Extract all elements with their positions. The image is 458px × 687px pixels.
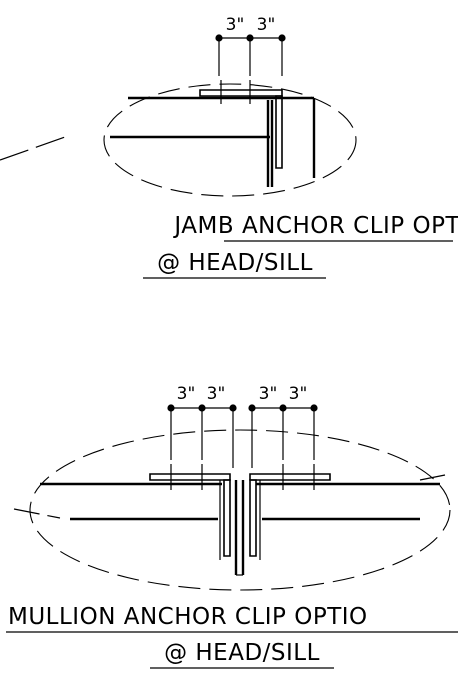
mullion-dim-dot-5 bbox=[279, 404, 287, 412]
mullion-clip-left-horizontal bbox=[149, 473, 231, 481]
mullion-dim-dot-2 bbox=[198, 404, 206, 412]
jamb-dim-dot-1 bbox=[215, 34, 223, 42]
mullion-break-line-right bbox=[419, 474, 446, 481]
mullion-caption-line1: MULLION ANCHOR CLIP OPTIO bbox=[8, 604, 368, 630]
jamb-dimension-label-2: 3" bbox=[257, 15, 276, 35]
jamb-dim-dot-3 bbox=[278, 34, 286, 42]
mullion-dim-dot-6 bbox=[310, 404, 318, 412]
jamb-detail-boundary-ellipse bbox=[103, 83, 357, 197]
mullion-clip-right-vertical bbox=[249, 479, 257, 557]
mullion-dim-dot-1 bbox=[167, 404, 175, 412]
jamb-caption-line1: JAMB ANCHOR CLIP OPTION bbox=[172, 213, 458, 239]
jamb-caption-line2: @ HEAD/SILL bbox=[157, 250, 313, 276]
mullion-clip-left-vertical bbox=[223, 479, 231, 557]
mullion-dimension-label-2: 3" bbox=[207, 384, 226, 404]
mullion-dim-dot-3 bbox=[229, 404, 237, 412]
jamb-clip-vertical bbox=[275, 95, 283, 169]
mullion-detail-boundary-ellipse bbox=[29, 429, 451, 591]
jamb-detail: 3" 3" JAMB ANCHOR CLIP OPTION @ HEAD/SIL… bbox=[0, 15, 458, 279]
jamb-clip-horizontal bbox=[199, 89, 283, 97]
mullion-clip-right-horizontal bbox=[249, 473, 331, 481]
mullion-dim-dot-4 bbox=[248, 404, 256, 412]
mullion-break-line-left bbox=[13, 508, 61, 519]
jamb-break-line bbox=[0, 135, 69, 161]
mullion-dimension-label-1: 3" bbox=[177, 384, 196, 404]
mullion-dimension-label-4: 3" bbox=[289, 384, 308, 404]
jamb-dim-dot-2 bbox=[246, 34, 254, 42]
mullion-caption-line2: @ HEAD/SILL bbox=[164, 640, 320, 666]
mullion-dimension-label-3: 3" bbox=[259, 384, 278, 404]
mullion-detail: 3" 3" 3" 3" MULLION ANCHOR CLIP OPTIO @ … bbox=[6, 384, 458, 669]
jamb-dimension-label-1: 3" bbox=[226, 15, 245, 35]
